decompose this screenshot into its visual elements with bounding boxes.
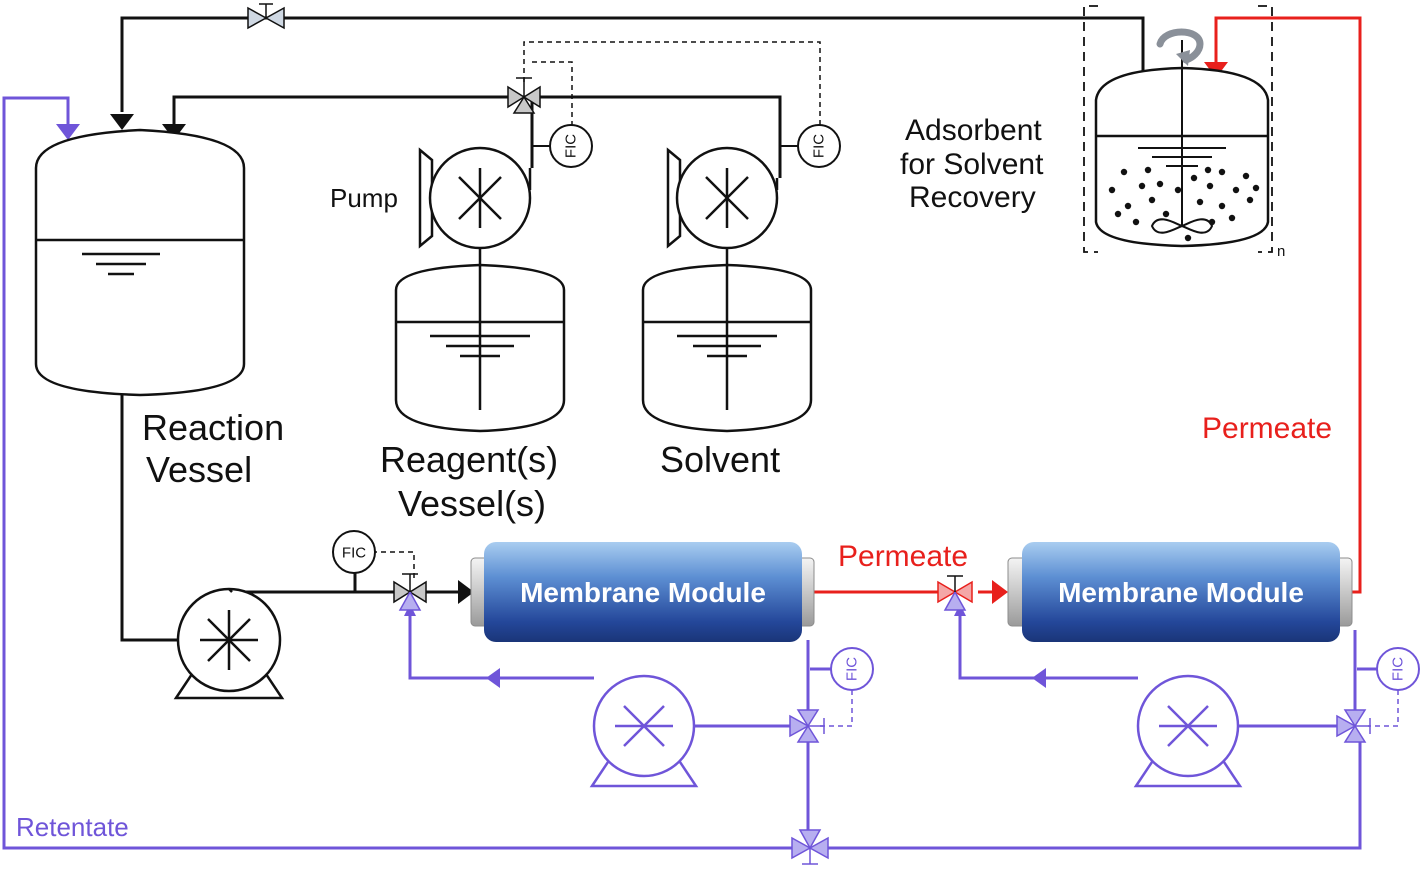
arrow-head xyxy=(110,114,134,130)
arrow-head xyxy=(992,580,1008,604)
reagent-pump[interactable] xyxy=(418,146,532,250)
retentate-pump-1[interactable] xyxy=(589,674,699,788)
permeate-lines xyxy=(806,16,1362,594)
arrow-head xyxy=(56,124,80,140)
control-signal-lines xyxy=(372,41,821,578)
permeate-label-top: Permeate xyxy=(1202,412,1332,445)
reaction-vessel[interactable] xyxy=(34,128,246,397)
fic-instrument-reagent[interactable]: FIC xyxy=(532,124,593,168)
reagent-feed-valve[interactable] xyxy=(507,77,541,114)
permeate-label-mid: Permeate xyxy=(838,540,968,573)
reagent-vessel-label-line2: Vessel(s) xyxy=(398,483,546,524)
adsorbent-particles xyxy=(1108,166,1260,242)
retentate-pump-2[interactable] xyxy=(1133,674,1243,788)
fic-label: FIC xyxy=(342,545,366,562)
fic-instrument-retentate-2[interactable]: FIC xyxy=(1376,647,1420,691)
reagent-vessel-label-line1: Reagent(s) xyxy=(380,439,558,480)
fic-label: FIC xyxy=(811,134,828,158)
membrane-module-2-label: Membrane Module xyxy=(1058,577,1304,608)
retentate-control-lines xyxy=(820,690,1399,727)
recycle-arrow-icon xyxy=(1156,28,1204,66)
retentate-valve-1[interactable] xyxy=(789,709,825,743)
retentate-valve-2[interactable] xyxy=(1336,709,1371,743)
arrow-head xyxy=(486,668,500,688)
reaction-vessel-label-line2: Vessel xyxy=(146,449,252,490)
pump-label: Pump xyxy=(330,183,398,213)
retentate-lines xyxy=(2,96,1362,850)
solvent-vessel[interactable] xyxy=(641,248,813,433)
main-feed-pump[interactable] xyxy=(173,587,285,700)
retentate-return-valve[interactable] xyxy=(791,829,829,865)
top-return-valve[interactable] xyxy=(247,3,285,30)
fic-label: FIC xyxy=(563,134,580,158)
adsorbent-vessel[interactable] xyxy=(1094,40,1270,248)
fic-label: FIC xyxy=(1390,657,1407,681)
adsorbent-label-line2: for Solvent xyxy=(900,148,1044,181)
adsorbent-label-line1: Adsorbent xyxy=(905,114,1042,147)
solvent-pump[interactable] xyxy=(666,146,779,250)
stage-repeat-boundary xyxy=(1083,5,1273,253)
retentate-label: Retentate xyxy=(16,812,129,842)
adsorbent-label-line3: Recovery xyxy=(909,181,1036,214)
membrane-module-1-label: Membrane Module xyxy=(520,577,766,608)
membrane-module-2[interactable]: Membrane Module xyxy=(1007,542,1353,642)
fic-label: FIC xyxy=(844,657,861,681)
arrow-head xyxy=(1032,668,1046,688)
membrane-module-1[interactable]: Membrane Module xyxy=(470,542,815,642)
fic-instrument-solvent[interactable]: FIC xyxy=(780,124,841,168)
arrow-head xyxy=(458,580,474,604)
fic-instrument-feed[interactable]: FIC xyxy=(332,530,376,574)
reaction-vessel-label-line1: Reaction xyxy=(142,407,284,448)
feed-control-valve[interactable] xyxy=(393,573,427,611)
reagent-vessel[interactable] xyxy=(394,248,566,433)
interstage-permeate-valve[interactable] xyxy=(937,575,973,611)
stage-count-label: n xyxy=(1277,243,1285,260)
fic-instrument-retentate-1[interactable]: FIC xyxy=(830,647,874,691)
solvent-label: Solvent xyxy=(660,439,780,480)
